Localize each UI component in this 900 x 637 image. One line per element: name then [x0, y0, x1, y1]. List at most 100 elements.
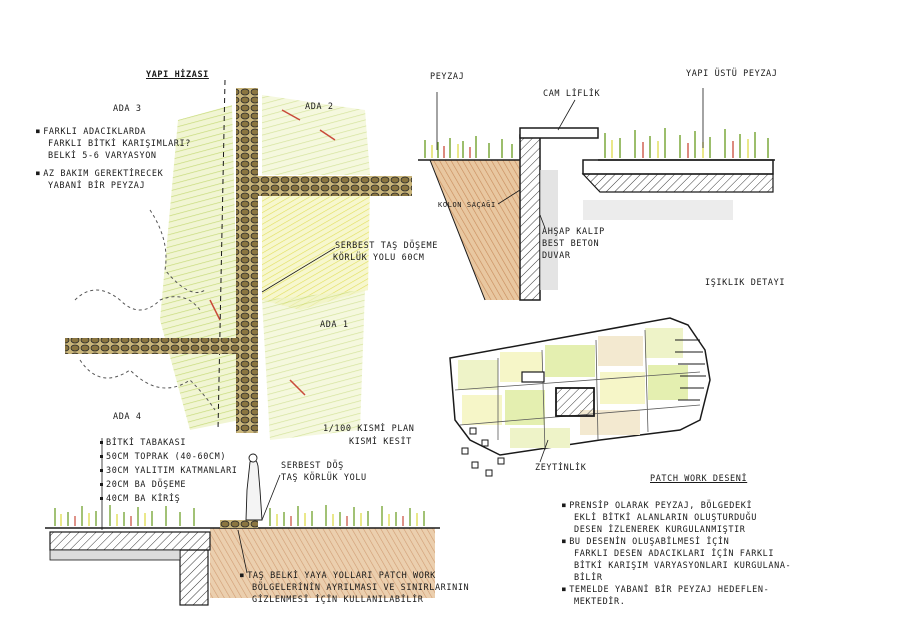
layer-list: BİTKİ TABAKASI 50cm TOPRAK (40-60cm) 30c…	[106, 436, 238, 506]
grass-yellow-accents	[431, 139, 749, 158]
insulation-layer	[49, 549, 181, 561]
ada3-note: AZ BAKIM GEREKTİRECEK	[36, 168, 191, 180]
plan-drawing	[65, 79, 412, 440]
label-peyzaj: PEYZAJ	[430, 72, 465, 82]
slab-layer	[49, 531, 211, 551]
footnote-line: GİZLENMESİ İÇİN KULLANILABİLİR	[252, 595, 424, 605]
kolon-leader	[497, 189, 521, 205]
beam-layer	[179, 549, 209, 606]
stone-label-1: SERBEST DÖŞ	[281, 461, 344, 471]
grass-bottom-yellow	[60, 513, 418, 526]
plan-vegetation-yellow	[262, 185, 370, 310]
patch-3	[545, 345, 595, 377]
ada3-note: BELKİ 5-6 VARYASYON	[48, 151, 157, 161]
patchwork-note: FARKLI DESEN ADACIKLARI İÇİN FARKLI	[574, 549, 775, 559]
layer-item: 20cm BA DÖŞEME	[106, 480, 187, 490]
patch-1	[458, 360, 498, 390]
zone-ada1: ADA 1	[320, 320, 349, 330]
ada3-note: FARKLI ADACIKLARDA	[36, 126, 191, 138]
building-line	[217, 79, 226, 431]
grass-left	[424, 136, 513, 158]
patch-5	[645, 328, 683, 358]
scale-label-2: KISMİ KESİT	[349, 437, 412, 447]
footnote-line: TAŞ BELKİ YAYA YOLLARI PATCH WORK	[240, 570, 469, 582]
patchwork-drawing	[449, 317, 711, 477]
patchwork-note: BİTKİ KARIŞIM VARYASYONLARI KURGULANA-	[574, 561, 792, 571]
plan-red-strokes	[209, 109, 336, 396]
patch-grid	[454, 329, 701, 451]
soil-diagonal	[429, 159, 486, 301]
scale-label-1: 1/100 KISMİ PLAN	[323, 424, 415, 434]
plan-vegetation-ada1	[262, 290, 365, 440]
patchwork-note: PRENSİP OLARAK PEYZAJ, BÖLGEDEKİ	[562, 500, 791, 512]
patchwork-note: BU DESENİN OLUŞABİLMESİ İÇİN	[562, 536, 791, 548]
grass-red-accents	[443, 141, 734, 158]
light-arrows	[675, 339, 706, 401]
layer-item: 50cm TOPRAK (40-60cm)	[106, 452, 227, 462]
stone-path-lower	[65, 338, 255, 354]
patchwork-note: TEMELDE YABANİ BİR PEYZAJ HEDEFLEN-	[562, 584, 791, 596]
skylight-glass	[519, 127, 599, 139]
patchwork-note: DESEN İZLENEREK KURGULANMIŞTIR	[574, 525, 746, 535]
zeytinlik-leader	[539, 439, 549, 463]
ada3-outline	[149, 209, 206, 293]
ada3-notes: FARKLI ADACIKLARDA FARKLI BİTKİ KARIŞIML…	[36, 126, 191, 192]
layer-item: 30cm YALITIM KATMANLARI	[106, 466, 238, 476]
olive-dots	[461, 427, 505, 477]
stone-path-section	[220, 520, 258, 528]
skylight-shadow	[583, 200, 733, 220]
patchwork-notes: PRENSİP OLARAK PEYZAJ, BÖLGEDEKİ EKLİ Bİ…	[562, 500, 791, 608]
section-bottom-drawing	[45, 438, 440, 606]
layer-item: BİTKİ TABAKASI	[106, 438, 187, 448]
label-ahsap-1: AHŞAP KALIP	[542, 227, 605, 237]
zone-ada3: ADA 3	[113, 104, 142, 114]
paving-leader	[261, 247, 336, 293]
ahsap-leader	[539, 214, 546, 229]
patch-9	[648, 365, 688, 400]
camlik-leader	[557, 99, 576, 131]
plan-vegetation-ada2	[262, 95, 370, 175]
soil-wedge	[430, 160, 520, 300]
grass-bottom-red	[74, 516, 404, 526]
stone-leader	[261, 474, 281, 521]
patchwork-title: PATCH WORK DESENİ	[650, 474, 748, 484]
human-head	[248, 453, 258, 463]
layer-item: 40cm BA KİRİŞ	[106, 494, 181, 504]
stone-path-horizontal	[250, 176, 412, 196]
zone-ada4: ADA 4	[113, 412, 142, 422]
grass-roof	[604, 128, 769, 158]
patch-6	[462, 395, 502, 425]
retaining-wall	[519, 134, 541, 301]
section-top-drawing	[418, 88, 775, 301]
layer-bullets	[100, 441, 103, 500]
human-figure	[245, 459, 263, 521]
label-zeytinlik: ZEYTİNLİK	[535, 463, 587, 473]
patch-4	[598, 336, 643, 366]
footnote-leader	[237, 529, 248, 574]
patch-10	[510, 428, 570, 448]
label-kolon: KOLON SAÇAĞI	[438, 201, 496, 209]
plan-title: YAPI HİZASI	[146, 70, 209, 80]
small-block	[521, 371, 545, 383]
ada3-note: YABANİ BİR PEYZAJ	[48, 181, 146, 191]
label-ahsap-3: DUVAR	[542, 251, 571, 261]
roof-slab	[582, 159, 774, 175]
wall-concrete	[540, 170, 558, 290]
footnote-line: BÖLGELERİNİN AYRILMASI VE SINIRLARININ	[252, 583, 470, 593]
bottom-footnote: TAŞ BELKİ YAYA YOLLARI PATCH WORK BÖLGEL…	[240, 570, 469, 606]
label-camlik: CAM LİFLİK	[543, 89, 601, 99]
patchwork-note: EKLİ BİTKİ ALANLARIN OLUŞTURDUĞU	[574, 513, 757, 523]
soil-layer	[210, 528, 435, 598]
patchwork-note: BİLİR	[574, 573, 603, 583]
roof-slab-hatched	[581, 173, 774, 193]
ada3-note: FARKLI BİTKİ KARIŞIMLARI?	[48, 139, 191, 149]
patch-7	[505, 390, 545, 425]
zone-ada2: ADA 2	[305, 102, 334, 112]
label-ahsap-2: BEST BETON	[542, 239, 600, 249]
label-isiklik: IŞIKLIK DETAYI	[705, 278, 786, 288]
stone-path-vertical	[236, 88, 258, 433]
patchwork-note: MEKTEDİR.	[574, 597, 626, 607]
ada4-outline	[74, 289, 216, 411]
grass-bottom	[54, 505, 425, 526]
